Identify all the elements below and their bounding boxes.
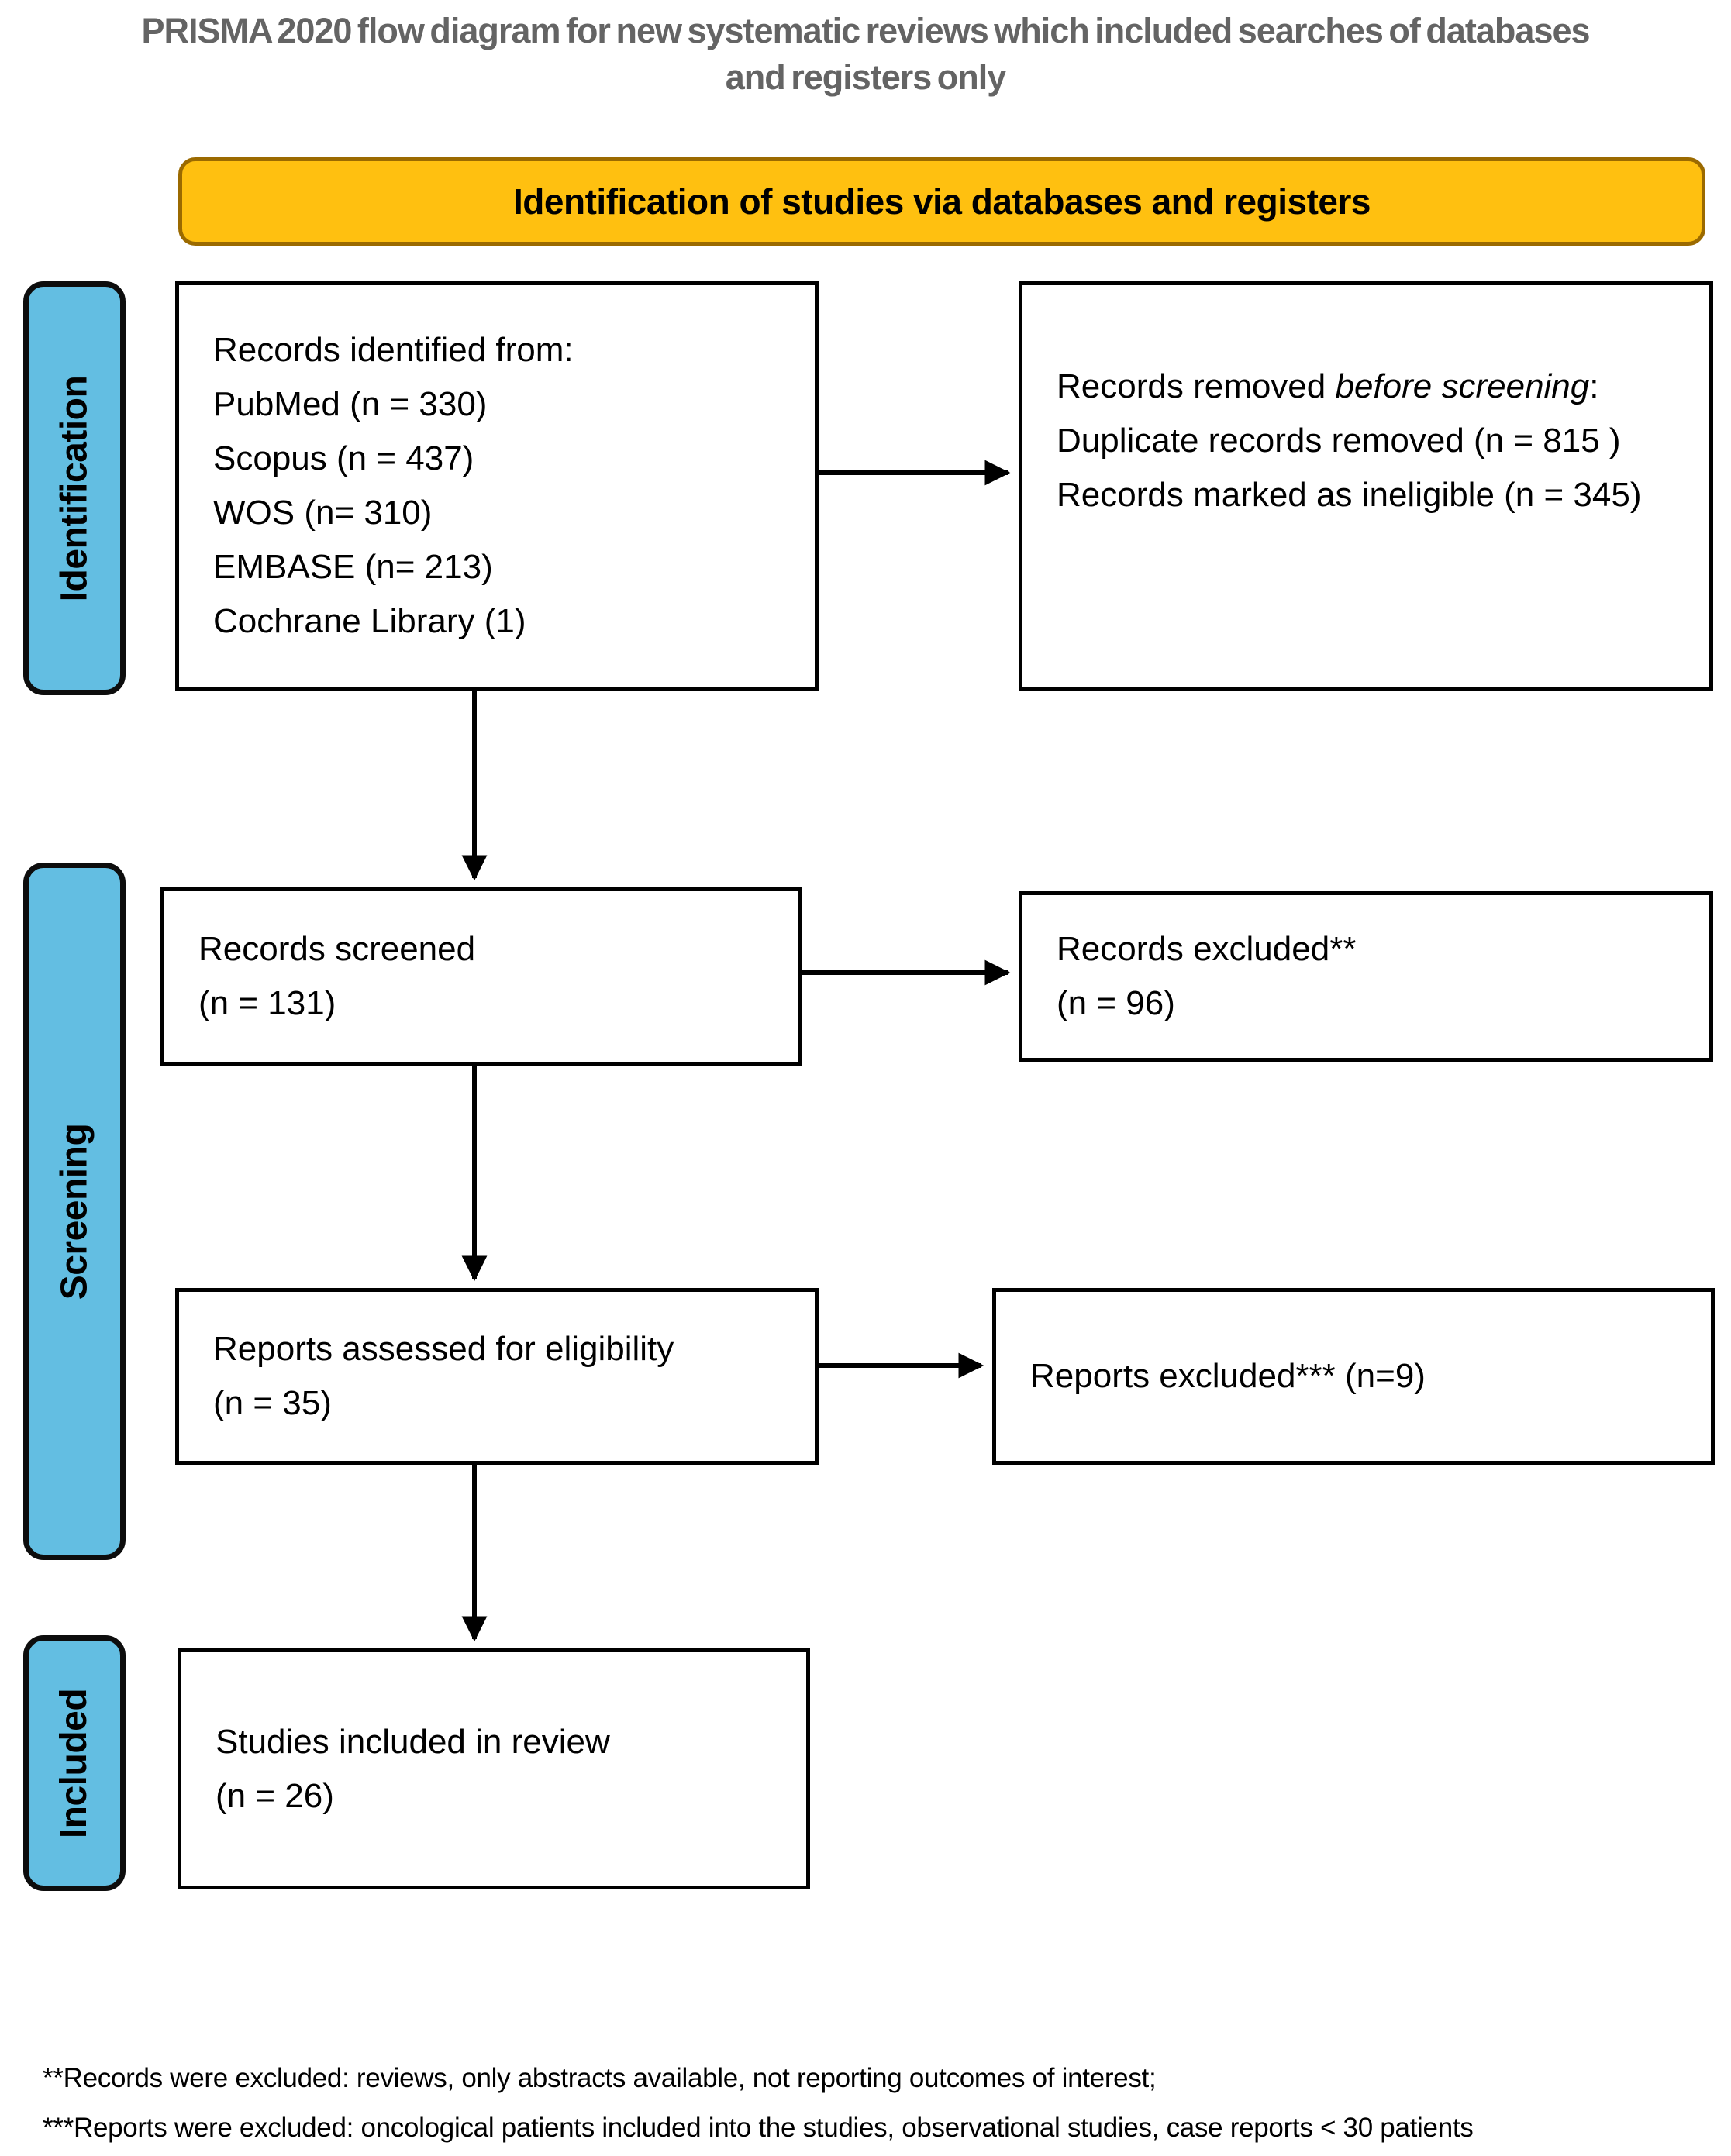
footnote-records-excluded: **Records were excluded: reviews, only a… [43,2063,1157,2093]
records-removed-line-3: Records marked as ineligible (n = 345) [1057,476,1642,514]
records-removed-line-2: Duplicate records removed (n = 815 ) [1057,422,1621,460]
box-records-screened: Records screened (n = 131) [160,887,802,1066]
box-studies-included: Studies included in review (n = 26) [178,1648,810,1889]
stage-label-screening: Screening [23,863,126,1560]
studies-included-line-1: Studies included in review [216,1722,610,1761]
records-identified-line: Records identified from: [213,331,574,369]
studies-included-count: (n = 26) [216,1776,334,1815]
stage-label-included: Included [23,1635,126,1891]
records-removed-line-1: Records removed before screening: [1057,360,1689,414]
records-excluded-count: (n = 96) [1057,984,1175,1022]
records-excluded-line-1: Records excluded** [1057,930,1357,968]
box-reports-excluded: Reports excluded*** (n=9) [992,1288,1715,1465]
records-removed-italic: before screening [1335,367,1590,405]
box-reports-assessed: Reports assessed for eligibility (n = 35… [175,1288,819,1465]
footnote-reports-excluded: ***Reports were excluded: oncological pa… [43,2113,1474,2143]
records-removed-suffix: : [1589,367,1599,405]
box-records-identified: Records identified from: PubMed (n = 330… [175,281,819,691]
footnotes: **Records were excluded: reviews, only a… [43,2054,1702,2153]
page-title-line-1: PRISMA 2020 flow diagram for new systema… [141,11,1590,50]
records-identified-line: PubMed (n = 330) [213,385,488,423]
identification-banner-label: Identification of studies via databases … [513,181,1371,222]
records-screened-count: (n = 131) [198,984,336,1022]
records-screened-line-1: Records screened [198,930,476,968]
reports-assessed-line-1: Reports assessed for eligibility [213,1330,674,1368]
page-title-line-2: and registers only [725,57,1007,97]
reports-assessed-count: (n = 35) [213,1384,332,1422]
box-records-removed: Records removed before screening: Duplic… [1019,281,1713,691]
stage-label-screening-text: Screening [53,1123,95,1300]
identification-banner: Identification of studies via databases … [178,157,1705,246]
reports-excluded-line-1: Reports excluded*** (n=9) [1030,1357,1426,1395]
stage-label-included-text: Included [53,1688,95,1838]
records-identified-line: EMBASE (n= 213) [213,548,493,586]
stage-label-identification-text: Identification [53,375,95,601]
records-identified-line: WOS (n= 310) [213,494,433,532]
box-records-excluded: Records excluded** (n = 96) [1019,891,1713,1062]
records-identified-line: Scopus (n = 437) [213,439,474,477]
page-title: PRISMA 2020 flow diagram for new systema… [0,8,1731,101]
records-identified-line: Cochrane Library (1) [213,602,526,640]
stage-label-identification: Identification [23,281,126,695]
records-removed-prefix: Records removed [1057,367,1336,405]
